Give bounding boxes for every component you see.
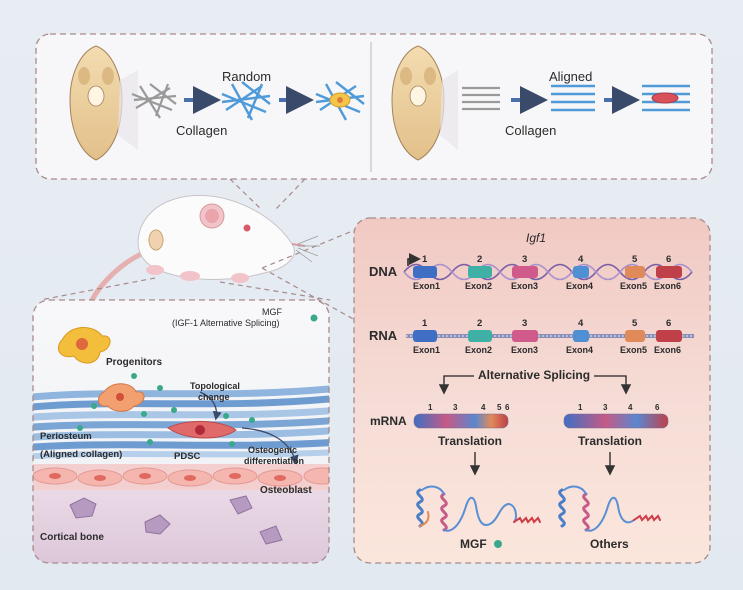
dna-exon-number: 1 [422,254,428,265]
cell-on-aligned-icon [651,92,679,104]
transcription-start-arrow [407,253,421,266]
zoom-lines-top [229,178,306,211]
aligned-collagen-fibers [33,384,329,460]
left-panel [32,299,330,564]
mrna-label: mRNA [370,414,407,428]
mrna-right-number: 3 [603,403,608,412]
protein-others-icon [558,485,661,532]
random-collagen-blue [221,81,271,121]
mrna-left-number: 5 [497,403,502,412]
rna-exon-name: Exon1 [413,345,441,355]
dna-exon-number: 5 [632,254,638,265]
left-panel-frame [32,299,330,564]
osteogenic-label-2: differentiation [244,456,304,466]
mgf-product-dot [494,540,502,548]
dna-exon-name: Exon6 [654,281,682,291]
mrna-right-number: 6 [655,403,660,412]
mgf-legend-subtitle: (IGF-1 Alternative Splicing) [172,318,280,328]
skull-left-icon [69,45,138,161]
periosteum-label: Periosteum [40,431,92,442]
dna-exon-number: 3 [522,254,528,265]
dna-label: DNA [369,264,398,279]
aligned-collagen-blue [551,84,595,112]
collagen-label-left: Collagen [176,123,228,138]
random-label: Random [222,69,272,84]
dna-exon-number: 4 [578,254,584,265]
topological-label-2: change [198,392,230,402]
rna-exon-name: Exon2 [465,345,493,355]
rna-label: RNA [369,328,398,343]
osteocytes [69,495,283,545]
rna-exon-name: Exon3 [511,345,539,355]
right-panel-frame [353,217,711,564]
random-collagen-grey [131,83,177,119]
aligned-collagen-grey [462,86,500,111]
osteoblast-label: Osteoblast [260,485,312,496]
alternative-splicing-label: Alternative Splicing [478,368,591,382]
mrna-right-number: 4 [628,403,633,412]
splicing-arrow-left [444,375,474,392]
dna-exon-name: Exon2 [465,281,493,291]
dna-exons [413,266,682,278]
dna-exon-number: 2 [477,254,483,265]
cortical-bone-label: Cortical bone [40,532,104,543]
mrna-left-number: 1 [428,403,433,412]
rna-exon-number: 4 [578,318,584,329]
dna-exon-name: Exon4 [566,281,594,291]
protein-mgf-icon [416,485,541,532]
skull-right-icon [391,45,458,161]
rna-exon-name: Exon4 [566,345,594,355]
rna-exon-name: Exon6 [654,345,682,355]
rna-exon-name: Exon5 [620,345,648,355]
dna-exon-name: Exon5 [620,281,648,291]
mrna-left-number: 6 [505,403,510,412]
osteogenic-label-1: Osteogenic [248,445,298,455]
collagen-label-right: Collagen [505,123,557,138]
product-others-label: Others [590,537,629,551]
mgf-dots [77,314,318,447]
rna-exon-number: 5 [632,318,638,329]
mrna-right-bar [563,413,669,429]
rna-exon-number: 3 [522,318,528,329]
progenitors-label: Progenitors [106,357,163,368]
splicing-arrow-right [594,375,632,395]
translation-label-right: Translation [578,434,643,448]
dna-exon-name: Exon1 [413,281,441,291]
dna-exon-number: 6 [666,254,672,265]
topological-label-1: Topological [190,381,240,391]
product-mgf-label: MGF [460,537,487,551]
mgf-legend-title: MGF [262,307,282,317]
mrna-left-number: 3 [453,403,458,412]
aligned-label: Aligned [549,69,593,84]
mrna-left-number: 4 [481,403,486,412]
topological-arrow [199,391,222,421]
rna-strand [406,330,694,342]
mrna-left-bar [413,413,509,429]
aligned-collagen-label: (Aligned collagen) [40,449,123,460]
rna-exon-number: 6 [666,318,672,329]
zoom-lines-left [39,277,331,301]
mrna-right-number: 1 [578,403,583,412]
gene-title: Igf1 [526,231,547,245]
rna-exon-number: 1 [422,318,428,329]
top-panel-frame [35,33,713,180]
dna-exon-name: Exon3 [511,281,539,291]
pdsc-label: PDSC [174,451,201,462]
differentiation-arrow [241,427,299,465]
zoom-lines-right [261,229,356,321]
translation-label-left: Translation [438,434,503,448]
rna-exon-number: 2 [477,318,483,329]
right-panel [353,217,711,564]
